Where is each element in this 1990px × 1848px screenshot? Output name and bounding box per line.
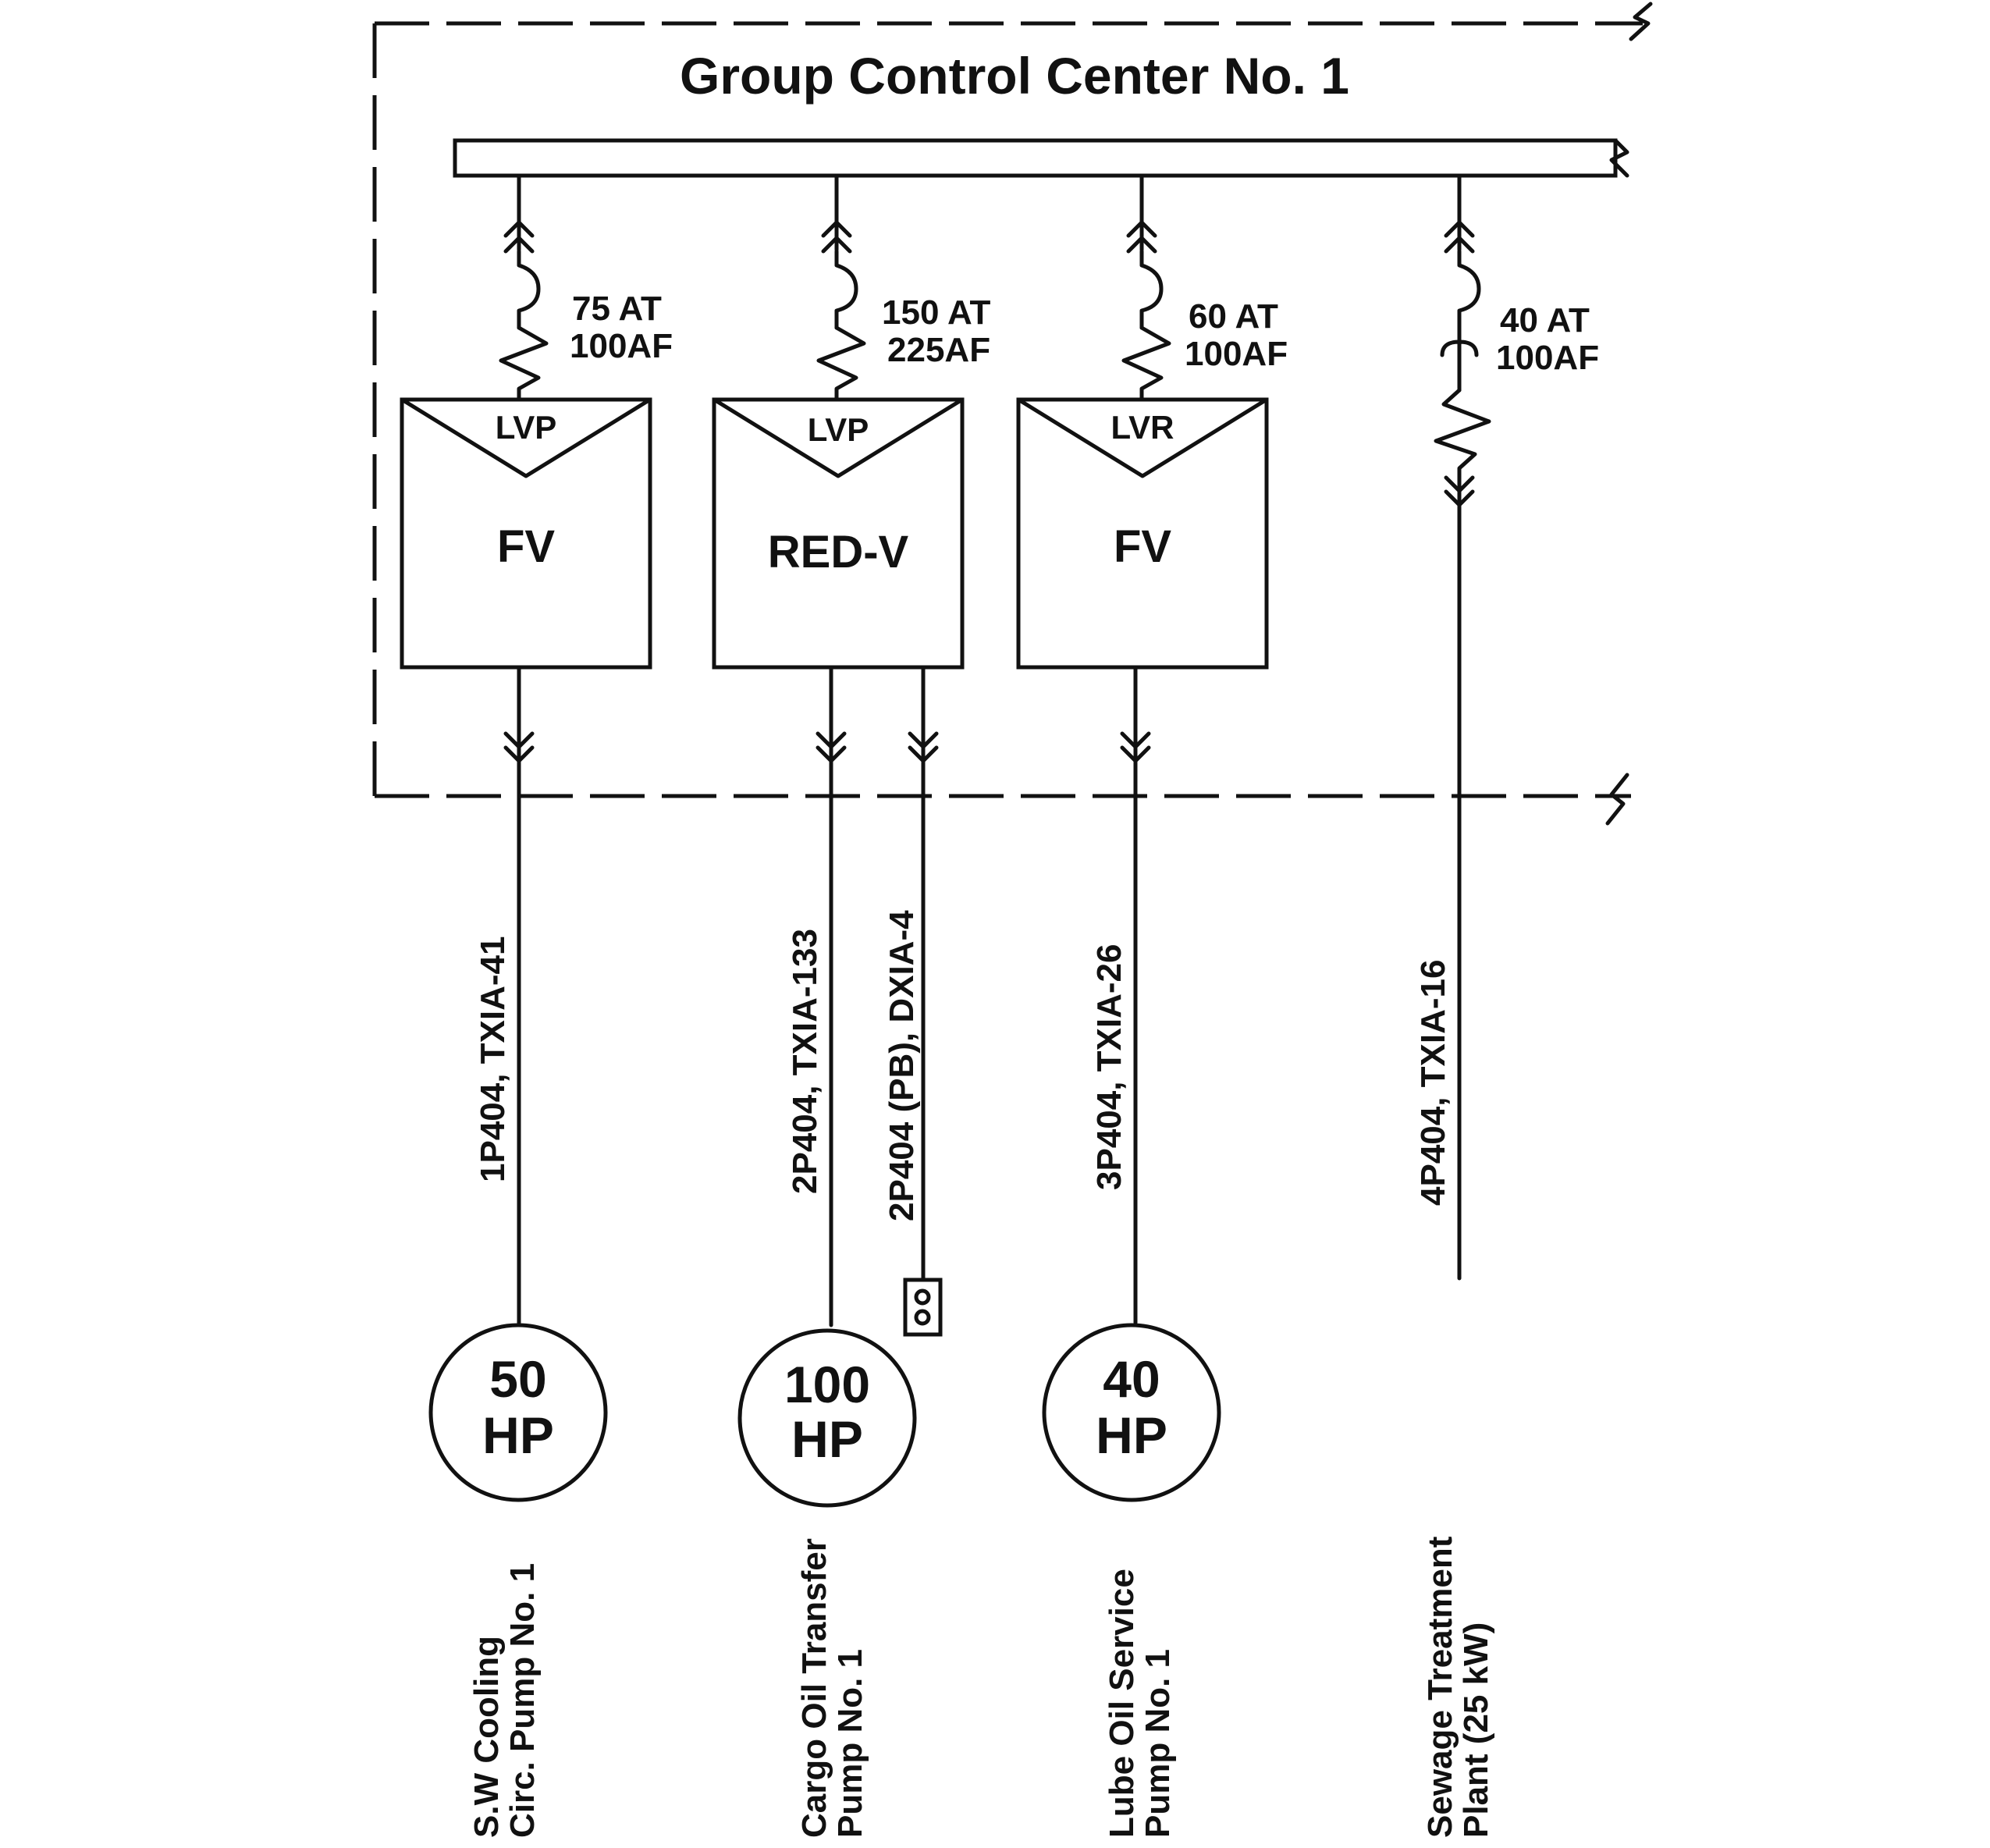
breaker-frame-label: 100AF	[1185, 335, 1288, 373]
cable-label: 1P404, TXIA-41	[474, 936, 512, 1183]
trip-element-icon	[1434, 388, 1491, 478]
cable-label: 2P404, TXIA-133	[786, 929, 824, 1194]
motor-circle	[1042, 1323, 1221, 1502]
disconnect-arrow-icon	[816, 731, 847, 763]
load-name-line-1: Cargo Oil Transfer	[795, 1538, 833, 1838]
motor-size: 40	[1103, 1350, 1160, 1408]
protection-triangle-icon	[1016, 397, 1269, 478]
feeder-2: 150 AT 225AF LVP RED-V 2P404, TXIA-133 2…	[712, 173, 991, 1838]
cable-label: 3P404, TXIA-26	[1090, 944, 1128, 1191]
starter-type-label: FV	[1114, 521, 1171, 572]
breaker-frame-label: 100AF	[1496, 339, 1599, 377]
motor-unit: HP	[482, 1406, 554, 1464]
breaker-trip-label: 150 AT	[882, 293, 991, 332]
load-name-line-1: Lube Oil Service	[1103, 1569, 1141, 1838]
bus-connector-icon	[1126, 220, 1157, 254]
motor-circle	[737, 1328, 917, 1508]
motor-unit: HP	[791, 1410, 863, 1468]
diagram-title: Group Control Center No. 1	[680, 47, 1349, 105]
protection-triangle-icon	[712, 397, 965, 478]
motor-circle	[428, 1323, 608, 1502]
breaker-trip-label: 75 AT	[572, 290, 662, 328]
thermal-element-icon	[1440, 325, 1479, 393]
breaker-trip-label: 40 AT	[1500, 301, 1590, 339]
breaker-frame-label: 100AF	[570, 327, 673, 365]
feeder-1: 75 AT 100AF LVP FV 1P404, TXIA-41 50 HP …	[400, 173, 673, 1838]
breaker-contact-icon	[834, 249, 858, 330]
motor-size: 100	[784, 1356, 870, 1413]
breaker-contact-icon	[1457, 249, 1481, 330]
protection-label: LVP	[808, 411, 869, 448]
starter-box	[400, 397, 652, 670]
starter-type-label: FV	[497, 521, 555, 572]
pushbutton-station-icon	[903, 1278, 943, 1337]
load-name-line-2: Circ. Pump No. 1	[503, 1563, 542, 1838]
cable-label: 4P404, TXIA-16	[1414, 960, 1452, 1207]
breaker-contact-icon	[1139, 249, 1164, 330]
load-name-line-2: Pump No. 1	[831, 1649, 869, 1838]
motor-size: 50	[489, 1350, 546, 1408]
bus-connector-icon	[821, 220, 852, 254]
motor-unit: HP	[1096, 1406, 1167, 1464]
control-cable-label: 2P404 (PB), DXIA-4	[883, 910, 921, 1221]
load-name-line-2: Plant (25 kW)	[1457, 1622, 1495, 1838]
breaker-frame-label: 225AF	[887, 331, 990, 369]
feeder-3: 60 AT 100AF LVR FV 3P404, TXIA-26 40 HP …	[1016, 173, 1288, 1838]
load-name-line-1: Sewage Treatment	[1421, 1536, 1459, 1838]
starter-box	[712, 397, 965, 670]
enclosure-outline	[372, 2, 1653, 826]
starter-type-label: RED-V	[768, 527, 909, 578]
disconnect-arrow-icon	[908, 731, 939, 763]
trip-element-icon	[1121, 325, 1171, 408]
load-name-line-2: Pump No. 1	[1139, 1649, 1177, 1838]
disconnect-arrow-icon	[503, 731, 535, 763]
protection-label: LVR	[1111, 409, 1174, 446]
protection-triangle-icon	[400, 397, 652, 478]
bus-connector-icon	[1444, 220, 1475, 254]
load-name-line-1: S.W Cooling	[467, 1636, 506, 1838]
disconnect-arrow-icon	[1120, 731, 1151, 763]
trip-element-icon	[499, 325, 549, 408]
breaker-trip-label: 60 AT	[1189, 297, 1278, 336]
feeder-4: 40 AT 100AF 4P404, TXIA-16 Sewage Treatm…	[1414, 173, 1599, 1838]
breaker-contact-icon	[517, 249, 541, 330]
bus-bar	[453, 138, 1629, 178]
bus-connector-icon	[503, 220, 535, 254]
trip-element-icon	[816, 325, 866, 408]
starter-box	[1016, 397, 1269, 670]
protection-label: LVP	[496, 409, 557, 446]
